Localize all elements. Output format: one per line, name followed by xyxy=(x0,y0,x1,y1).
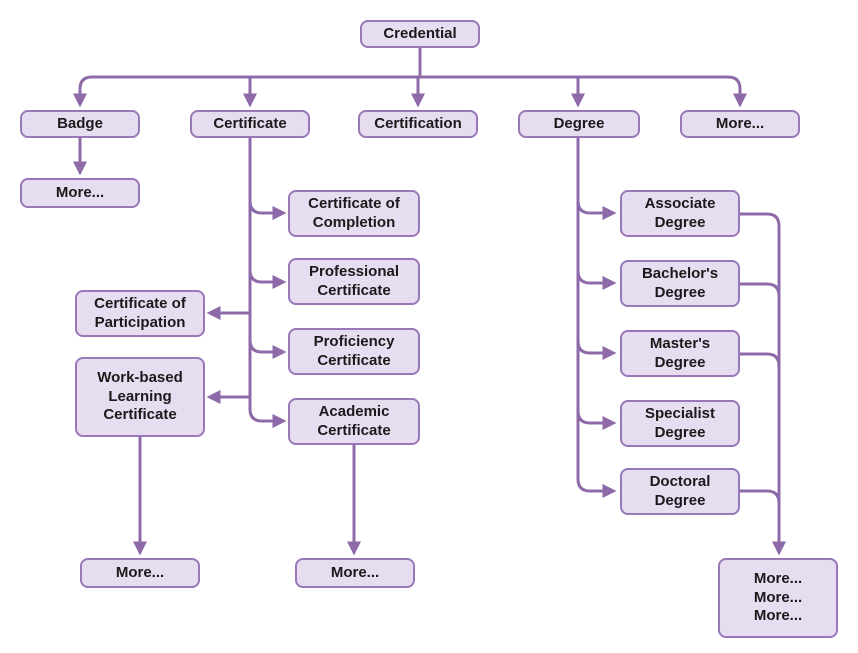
node-degree-more: More... More... More... xyxy=(718,558,838,638)
node-professional-certificate: Professional Certificate xyxy=(288,258,420,305)
node-certificate: Certificate xyxy=(190,110,310,138)
connector-degree-trunk-to-doctoral xyxy=(576,138,617,498)
node-masters-degree: Master's Degree xyxy=(620,330,740,377)
node-certificate-of-participation: Certificate of Participation xyxy=(75,290,205,337)
connector-bachelors-join-rail xyxy=(740,282,781,297)
node-work-based-more: More... xyxy=(80,558,200,588)
node-proficiency-certificate: Proficiency Certificate xyxy=(288,328,420,375)
connector-credential-to-more xyxy=(420,75,747,108)
connector-certificate-to-completion xyxy=(248,200,287,220)
node-bachelors-degree: Bachelor's Degree xyxy=(620,260,740,307)
node-work-based-learning-certificate: Work-based Learning Certificate xyxy=(75,357,205,437)
node-top-more: More... xyxy=(680,110,800,138)
node-academic-certificate: Academic Certificate xyxy=(288,398,420,445)
node-certification: Certification xyxy=(358,110,478,138)
connector-certificate-trunk-to-academic xyxy=(248,138,287,428)
node-academic-more: More... xyxy=(295,558,415,588)
connector-degree-to-specialist xyxy=(576,410,617,430)
node-credential: Credential xyxy=(360,20,480,48)
connector-doctoral-join-rail xyxy=(740,489,781,504)
connector-degree-to-associate xyxy=(576,200,617,220)
node-degree: Degree xyxy=(518,110,640,138)
connector-masters-join-rail xyxy=(740,352,781,367)
connector-degree-to-bachelors xyxy=(576,270,617,290)
node-specialist-degree: Specialist Degree xyxy=(620,400,740,447)
node-associate-degree: Associate Degree xyxy=(620,190,740,237)
node-doctoral-degree: Doctoral Degree xyxy=(620,468,740,515)
node-certificate-of-completion: Certificate of Completion xyxy=(288,190,420,237)
connector-certificate-to-proficiency xyxy=(248,339,287,359)
connector-certificate-to-professional xyxy=(248,269,287,289)
node-badge-more: More... xyxy=(20,178,140,208)
connector-credential-to-badge xyxy=(73,75,420,108)
node-badge: Badge xyxy=(20,110,140,138)
connector-associate-rail-to-more xyxy=(740,212,786,556)
connector-degree-to-masters xyxy=(576,340,617,360)
